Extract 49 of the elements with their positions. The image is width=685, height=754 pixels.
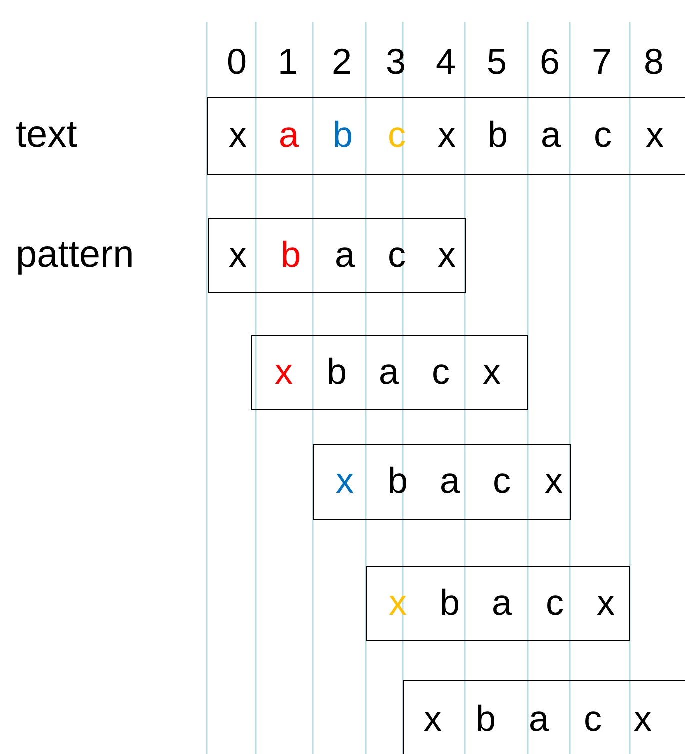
- character: b: [386, 461, 410, 501]
- index-number: 8: [642, 42, 666, 82]
- row-label: pattern: [16, 232, 134, 276]
- character: x: [596, 582, 616, 622]
- index-number: 2: [330, 42, 354, 82]
- character: x: [228, 115, 248, 155]
- character: b: [486, 115, 510, 155]
- character: c: [593, 115, 613, 155]
- character: b: [438, 582, 462, 622]
- index-number: 7: [590, 42, 614, 82]
- pattern-string-box: [366, 566, 630, 641]
- pattern-string-box: [403, 680, 685, 754]
- character: a: [490, 582, 514, 622]
- character: c: [583, 699, 603, 739]
- character: b: [280, 234, 302, 274]
- index-number: 5: [486, 42, 508, 82]
- character: c: [387, 234, 407, 274]
- character: x: [388, 582, 408, 622]
- character: b: [326, 352, 348, 392]
- character: c: [545, 582, 565, 622]
- character: a: [334, 234, 356, 274]
- character: x: [633, 699, 653, 739]
- character: x: [228, 234, 248, 274]
- index-number: 3: [384, 42, 408, 82]
- character: b: [474, 699, 498, 739]
- character: x: [645, 115, 665, 155]
- character: c: [492, 461, 512, 501]
- character: a: [378, 352, 400, 392]
- character: a: [278, 115, 300, 155]
- character: c: [431, 352, 451, 392]
- index-number: 0: [226, 42, 248, 82]
- index-number: 6: [538, 42, 562, 82]
- character: x: [423, 699, 443, 739]
- character: x: [544, 461, 564, 501]
- character: c: [387, 115, 407, 155]
- character: x: [274, 352, 294, 392]
- character: x: [437, 115, 457, 155]
- pattern-string-box: [313, 444, 571, 520]
- index-number: 1: [276, 42, 300, 82]
- character: b: [332, 115, 354, 155]
- index-number: 4: [434, 42, 458, 82]
- character: x: [437, 234, 457, 274]
- character: x: [335, 461, 355, 501]
- pattern-string-box: [251, 335, 528, 410]
- character: a: [540, 115, 562, 155]
- character: a: [528, 699, 550, 739]
- character: x: [482, 352, 502, 392]
- character: a: [438, 461, 462, 501]
- row-label: text: [16, 113, 78, 157]
